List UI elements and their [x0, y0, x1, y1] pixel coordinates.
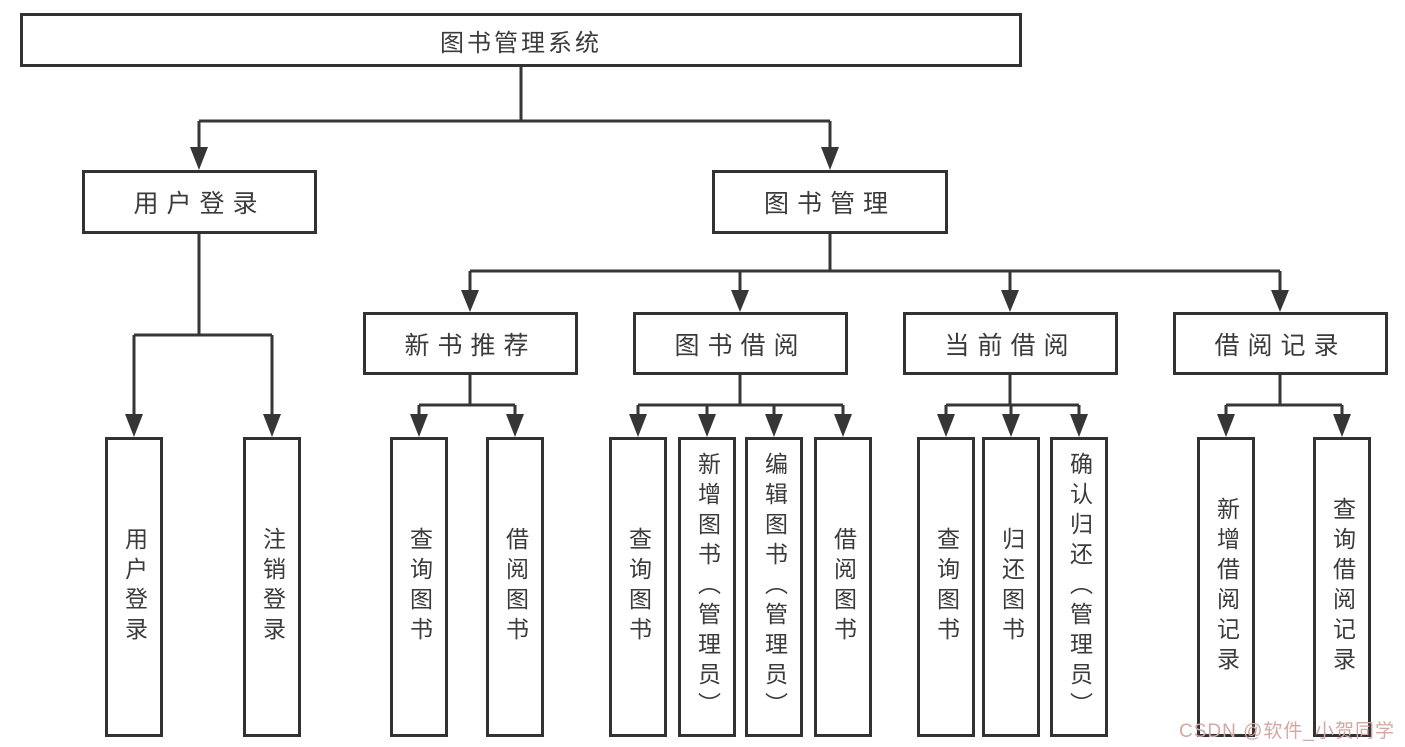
node-label: 图书管理系统	[440, 29, 602, 57]
node-label: 新增图书（管理员）	[694, 452, 721, 722]
leaf-edit-book-admin: 编辑图书（管理员）	[745, 437, 803, 737]
node-label: 查询图书	[406, 527, 433, 647]
watermark: CSDN @软件_小贺同学	[1179, 721, 1395, 742]
leaf-query-borrow-record: 查询借阅记录	[1313, 437, 1371, 737]
node-book-borrowing: 图书借阅	[633, 312, 848, 375]
node-user-login: 用户登录	[82, 170, 317, 234]
leaf-return-book: 归还图书	[982, 437, 1040, 737]
node-label: 借阅图书	[830, 527, 857, 647]
node-label: 用户登录	[133, 190, 266, 218]
node-new-book-recommendation: 新书推荐	[363, 312, 578, 375]
node-label: 当前借阅	[944, 331, 1077, 360]
node-label: 图书管理	[763, 190, 896, 218]
node-label: 确认归还（管理员）	[1066, 452, 1093, 722]
node-label: 用户登录	[121, 527, 148, 647]
node-label: 编辑图书（管理员）	[761, 452, 788, 722]
leaf-query-books-recommend: 查询图书	[390, 437, 448, 737]
node-library-management-system: 图书管理系统	[20, 13, 1022, 67]
leaf-borrow-books: 借阅图书	[814, 437, 872, 737]
node-label: 借阅图书	[502, 527, 529, 647]
node-label: 查询借阅记录	[1329, 497, 1356, 677]
leaf-add-borrow-record: 新增借阅记录	[1197, 437, 1255, 737]
leaf-query-books-borrowing: 查询图书	[609, 437, 667, 737]
leaf-confirm-return-admin: 确认归还（管理员）	[1050, 437, 1108, 737]
leaf-logout: 注销登录	[243, 437, 301, 737]
leaf-add-book-admin: 新增图书（管理员）	[678, 437, 736, 737]
node-label: 注销登录	[259, 527, 286, 647]
node-label: 查询图书	[625, 527, 652, 647]
node-book-management: 图书管理	[712, 170, 948, 234]
leaf-query-books-current: 查询图书	[917, 437, 975, 737]
node-borrowing-records: 借阅记录	[1173, 312, 1388, 375]
leaf-user-login: 用户登录	[105, 437, 163, 737]
leaf-borrow-books-recommend: 借阅图书	[486, 437, 544, 737]
node-label: 借阅记录	[1214, 331, 1347, 360]
node-label: 图书借阅	[674, 331, 807, 360]
node-current-borrowing: 当前借阅	[903, 312, 1118, 375]
node-label: 归还图书	[998, 527, 1025, 647]
node-label: 新书推荐	[404, 331, 537, 360]
node-label: 新增借阅记录	[1213, 497, 1240, 677]
node-label: 查询图书	[933, 527, 960, 647]
